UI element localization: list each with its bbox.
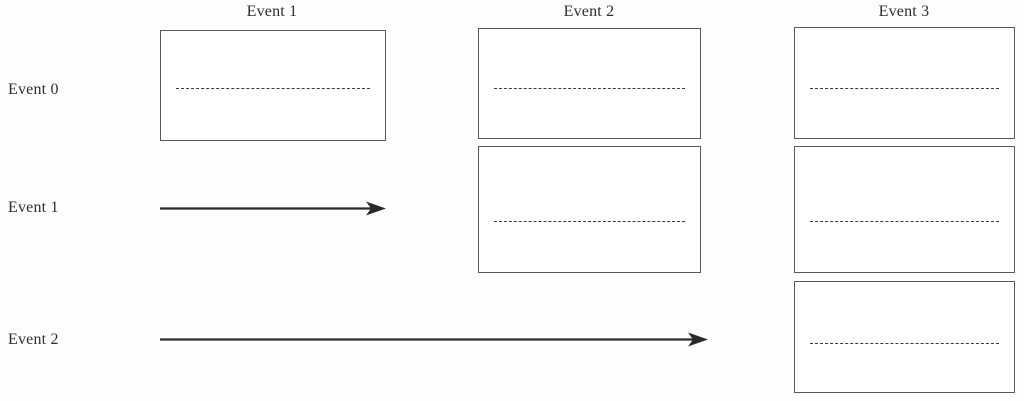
column-header-event-1: Event 1	[192, 3, 352, 21]
column-header-event-2: Event 2	[509, 3, 669, 21]
event-box-r0c1	[160, 30, 386, 141]
dashed-line	[810, 343, 999, 344]
event-box-r0c2	[478, 28, 701, 139]
dashed-line	[494, 88, 685, 89]
arrow-head-icon	[688, 332, 708, 347]
row-label-event-1: Event 1	[8, 199, 59, 217]
dashed-line	[810, 88, 999, 89]
row-label-text: Event 0	[8, 81, 59, 98]
arrow-event-1	[160, 198, 386, 220]
row-label-event-2: Event 2	[8, 331, 59, 349]
dashed-line	[176, 88, 370, 89]
event-box-r1c3	[794, 146, 1015, 273]
arrow-head-icon	[366, 201, 386, 216]
event-box-r2c3	[794, 281, 1015, 393]
event-box-r1c2	[478, 146, 701, 273]
arrow-event-2	[160, 329, 708, 351]
row-label-text: Event 1	[8, 199, 59, 216]
row-label-text: Event 2	[8, 331, 59, 348]
column-header-label: Event 1	[246, 3, 298, 20]
dashed-line	[494, 221, 685, 222]
row-label-event-0: Event 0	[8, 81, 59, 99]
column-header-label: Event 2	[563, 3, 615, 20]
dashed-line	[810, 221, 999, 222]
column-header-event-3: Event 3	[824, 3, 984, 21]
event-box-r0c3	[794, 27, 1015, 139]
column-header-label: Event 3	[878, 3, 930, 20]
